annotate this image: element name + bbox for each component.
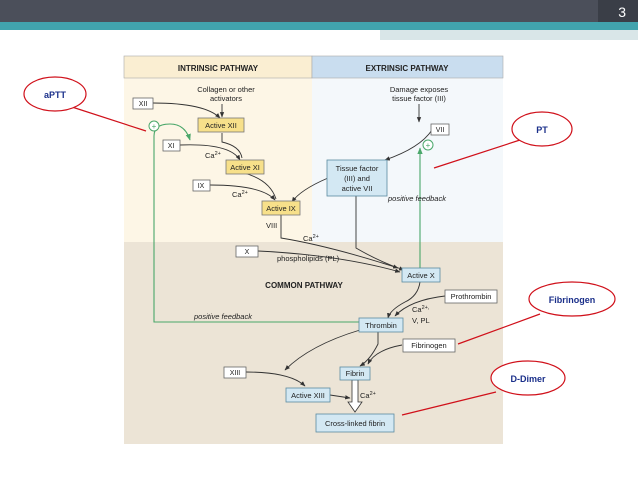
factor-xi-box: XI	[162, 139, 181, 152]
extrinsic-header	[311, 55, 504, 79]
ca-label-2: Ca2+	[232, 190, 248, 199]
slide-accent-strip	[0, 22, 638, 30]
thrombin-box: Thrombin	[358, 317, 404, 333]
arrow-active-xiii-to-fibrin-crosslink	[329, 394, 351, 400]
ddimer-callout	[490, 360, 566, 396]
pt-pointer	[433, 139, 521, 169]
ca-label-4: Ca2+,	[412, 305, 430, 314]
common-pathway-title: COMMON PATHWAY	[265, 281, 343, 290]
svg-text:Cross-linked fibrin: Cross-linked fibrin	[325, 419, 385, 428]
collagen-note-line1: Collagen or other	[197, 85, 255, 94]
svg-text:Fibrinogen: Fibrinogen	[411, 341, 446, 350]
factor-x-box: X	[235, 245, 259, 258]
fibrinogen-callout-text: Fibrinogen	[549, 295, 596, 305]
phospholipids-label: phospholipids (PL)	[277, 254, 340, 263]
arrow-xii-to-active-xii	[152, 102, 221, 119]
svg-text:Active XIII: Active XIII	[291, 391, 325, 400]
positive-feedback-label-common: positive feedback	[193, 312, 253, 321]
arrow-ix-to-active-ix	[209, 184, 276, 201]
ddimer-pointer	[401, 391, 497, 416]
arrow-tf-to-active-ix	[291, 177, 329, 203]
pt-callout	[511, 111, 573, 147]
factor-xii-box: XII	[132, 97, 154, 110]
pt-callout-text: PT	[536, 125, 548, 135]
extrinsic-panel-bg	[312, 56, 503, 242]
svg-text:Active XII: Active XII	[205, 121, 237, 130]
svg-text:VII: VII	[436, 127, 445, 134]
ca-label-5: Ca2+	[360, 391, 376, 400]
fibrinogen-box: Fibrinogen	[402, 338, 456, 353]
ca-label-3: Ca2+	[303, 234, 319, 243]
arrow-xiii-to-active-xiii	[245, 371, 306, 387]
ca-label-1: Ca2+	[205, 151, 221, 160]
fibrinogen-callout	[528, 281, 616, 317]
aptt-callout-text: aPTT	[44, 90, 67, 100]
extrinsic-pathway-title: EXTRINSIC PATHWAY	[366, 64, 450, 73]
svg-text:Prothrombin: Prothrombin	[451, 292, 492, 301]
svg-text:Fibrin: Fibrin	[346, 369, 365, 378]
arrow-xi-to-active-xi	[179, 144, 241, 161]
plus-icon	[422, 139, 434, 151]
arrow-prothrombin-to-thrombin	[394, 295, 446, 317]
svg-text:XI: XI	[168, 143, 175, 150]
active-x-box: Active X	[401, 267, 441, 283]
plus-sign-left: +	[152, 122, 157, 131]
factor-viii-label: VIII	[266, 221, 277, 230]
svg-text:X: X	[245, 249, 250, 256]
arrow-active-xii-branch	[221, 133, 243, 159]
positive-feedback-label-extrinsic: positive feedback	[387, 194, 447, 203]
arrow-fibrinogen-to-fibrin	[367, 344, 403, 365]
arrow-x-to-active-x	[257, 250, 401, 273]
collagen-note-line2: activators	[210, 94, 242, 103]
plus-sign-right: +	[426, 141, 431, 150]
svg-text:Active IX: Active IX	[266, 204, 296, 213]
svg-text:active VII: active VII	[342, 184, 373, 193]
active-xiii-box: Active XIII	[285, 387, 331, 403]
svg-text:Tissue factor: Tissue factor	[336, 164, 379, 173]
factor-vii-box: VII	[430, 123, 450, 136]
svg-text:XIII: XIII	[230, 370, 241, 377]
svg-text:IX: IX	[198, 183, 205, 190]
factor-ix-box: IX	[192, 179, 211, 192]
v-pl-label: V, PL	[412, 316, 430, 325]
aptt-callout	[23, 76, 87, 112]
arrow-fibrin-to-crosslinked	[347, 379, 363, 413]
aptt-pointer	[71, 106, 147, 132]
slide-header-bar	[0, 0, 638, 22]
fibrinogen-pointer	[457, 313, 541, 345]
ddimer-callout-text: D-Dimer	[510, 374, 546, 384]
plus-icon	[148, 120, 160, 132]
svg-text:Thrombin: Thrombin	[365, 321, 397, 330]
arrow-thrombin-to-fibrin	[359, 330, 379, 367]
factor-xiii-box: XIII	[223, 366, 247, 379]
arrow-tf-to-active-x	[355, 196, 405, 271]
slide-number: 3	[618, 4, 626, 20]
active-xi-box: Active XI	[225, 159, 265, 175]
intrinsic-pathway-title: INTRINSIC PATHWAY	[178, 64, 259, 73]
slide-light-strip	[380, 30, 638, 40]
tissue-factor-box: Tissue factor (III) and active VII	[326, 159, 388, 197]
svg-text:Active XI: Active XI	[230, 163, 260, 172]
fibrin-box: Fibrin	[339, 366, 371, 381]
crosslinked-fibrin-box: Cross-linked fibrin	[315, 413, 395, 433]
arrow-vii-to-tissue-factor	[384, 129, 433, 161]
slide-header-corner	[598, 0, 638, 22]
arrow-thrombin-to-active-xiii	[284, 329, 361, 371]
svg-text:(III) and: (III) and	[344, 174, 370, 183]
arrow-active-ix-to-active-x	[280, 215, 399, 269]
prothrombin-box: Prothrombin	[444, 289, 498, 304]
damage-note-line1: Damage exposes	[390, 85, 449, 94]
active-xii-box: Active XII	[197, 117, 245, 133]
damage-note-line2: tissue factor (III)	[392, 94, 446, 103]
arrow-active-x-to-thrombin	[387, 281, 421, 319]
svg-text:XII: XII	[139, 101, 148, 108]
thrombin-to-xi-feedback-arrow	[153, 123, 362, 323]
active-ix-box: Active IX	[261, 200, 301, 216]
svg-text:Active X: Active X	[407, 271, 435, 280]
